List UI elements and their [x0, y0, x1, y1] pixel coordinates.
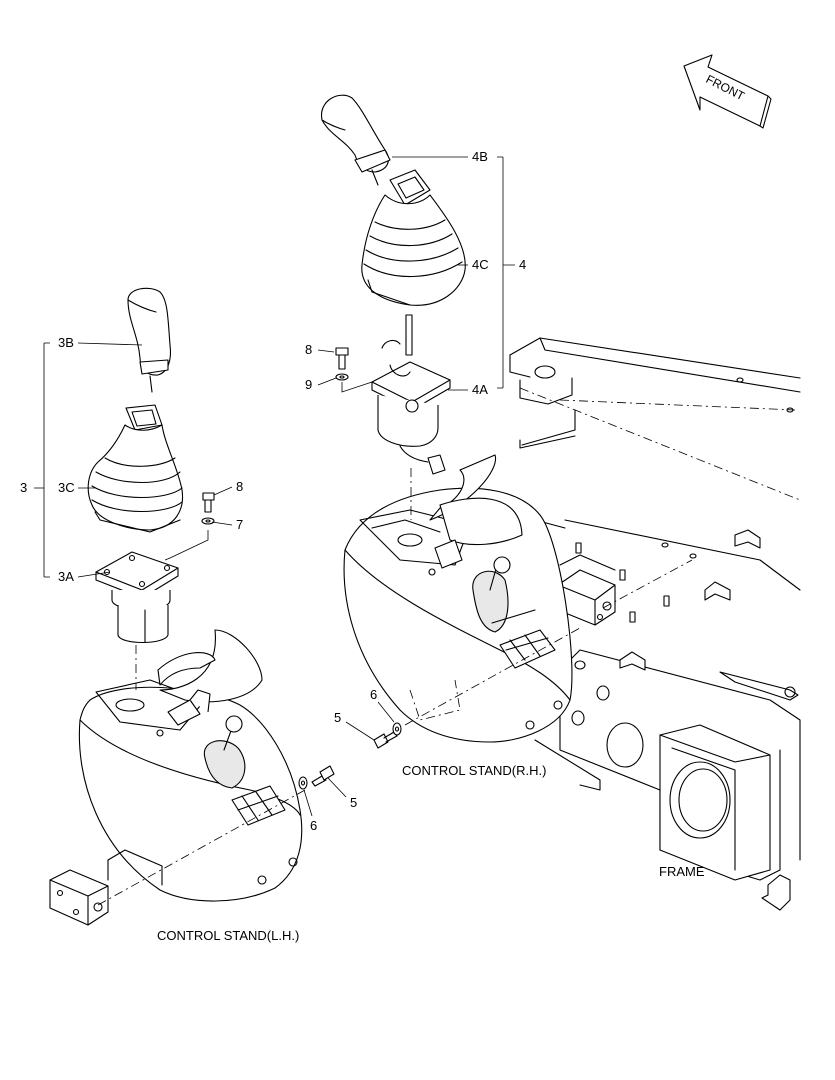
callout-4a: 4A	[472, 382, 488, 397]
caption-frame: FRAME	[659, 864, 705, 879]
callout-leaders	[34, 156, 515, 817]
callout-3: 3	[20, 480, 28, 495]
callout-5-lh: 5	[350, 795, 358, 810]
fasteners-lh	[298, 765, 335, 790]
lever-assembly-3	[87, 287, 215, 690]
callout-3c: 3C	[58, 480, 75, 495]
callout-5-rh: 5	[334, 710, 342, 725]
front-arrow-icon	[683, 54, 772, 129]
callout-6-rh: 6	[370, 687, 378, 702]
lever-assembly-4	[321, 94, 466, 520]
callout-4b: 4B	[472, 149, 488, 164]
callout-3a: 3A	[58, 569, 74, 584]
frame-assembly	[509, 337, 801, 911]
callout-8-lh: 8	[236, 479, 244, 494]
control-stand-rh	[343, 454, 573, 743]
callout-4: 4	[519, 257, 527, 272]
fasteners-rh	[373, 627, 581, 749]
callout-8-rh: 8	[305, 342, 313, 357]
callout-4c: 4C	[472, 257, 489, 272]
callout-6-lh: 6	[310, 818, 318, 833]
callout-7: 7	[236, 517, 244, 532]
callout-3b: 3B	[58, 335, 74, 350]
caption-control-stand-rh: CONTROL STAND(R.H.)	[402, 763, 547, 778]
control-stand-lh	[49, 629, 306, 926]
caption-control-stand-lh: CONTROL STAND(L.H.)	[157, 928, 300, 943]
callout-9: 9	[305, 377, 313, 392]
